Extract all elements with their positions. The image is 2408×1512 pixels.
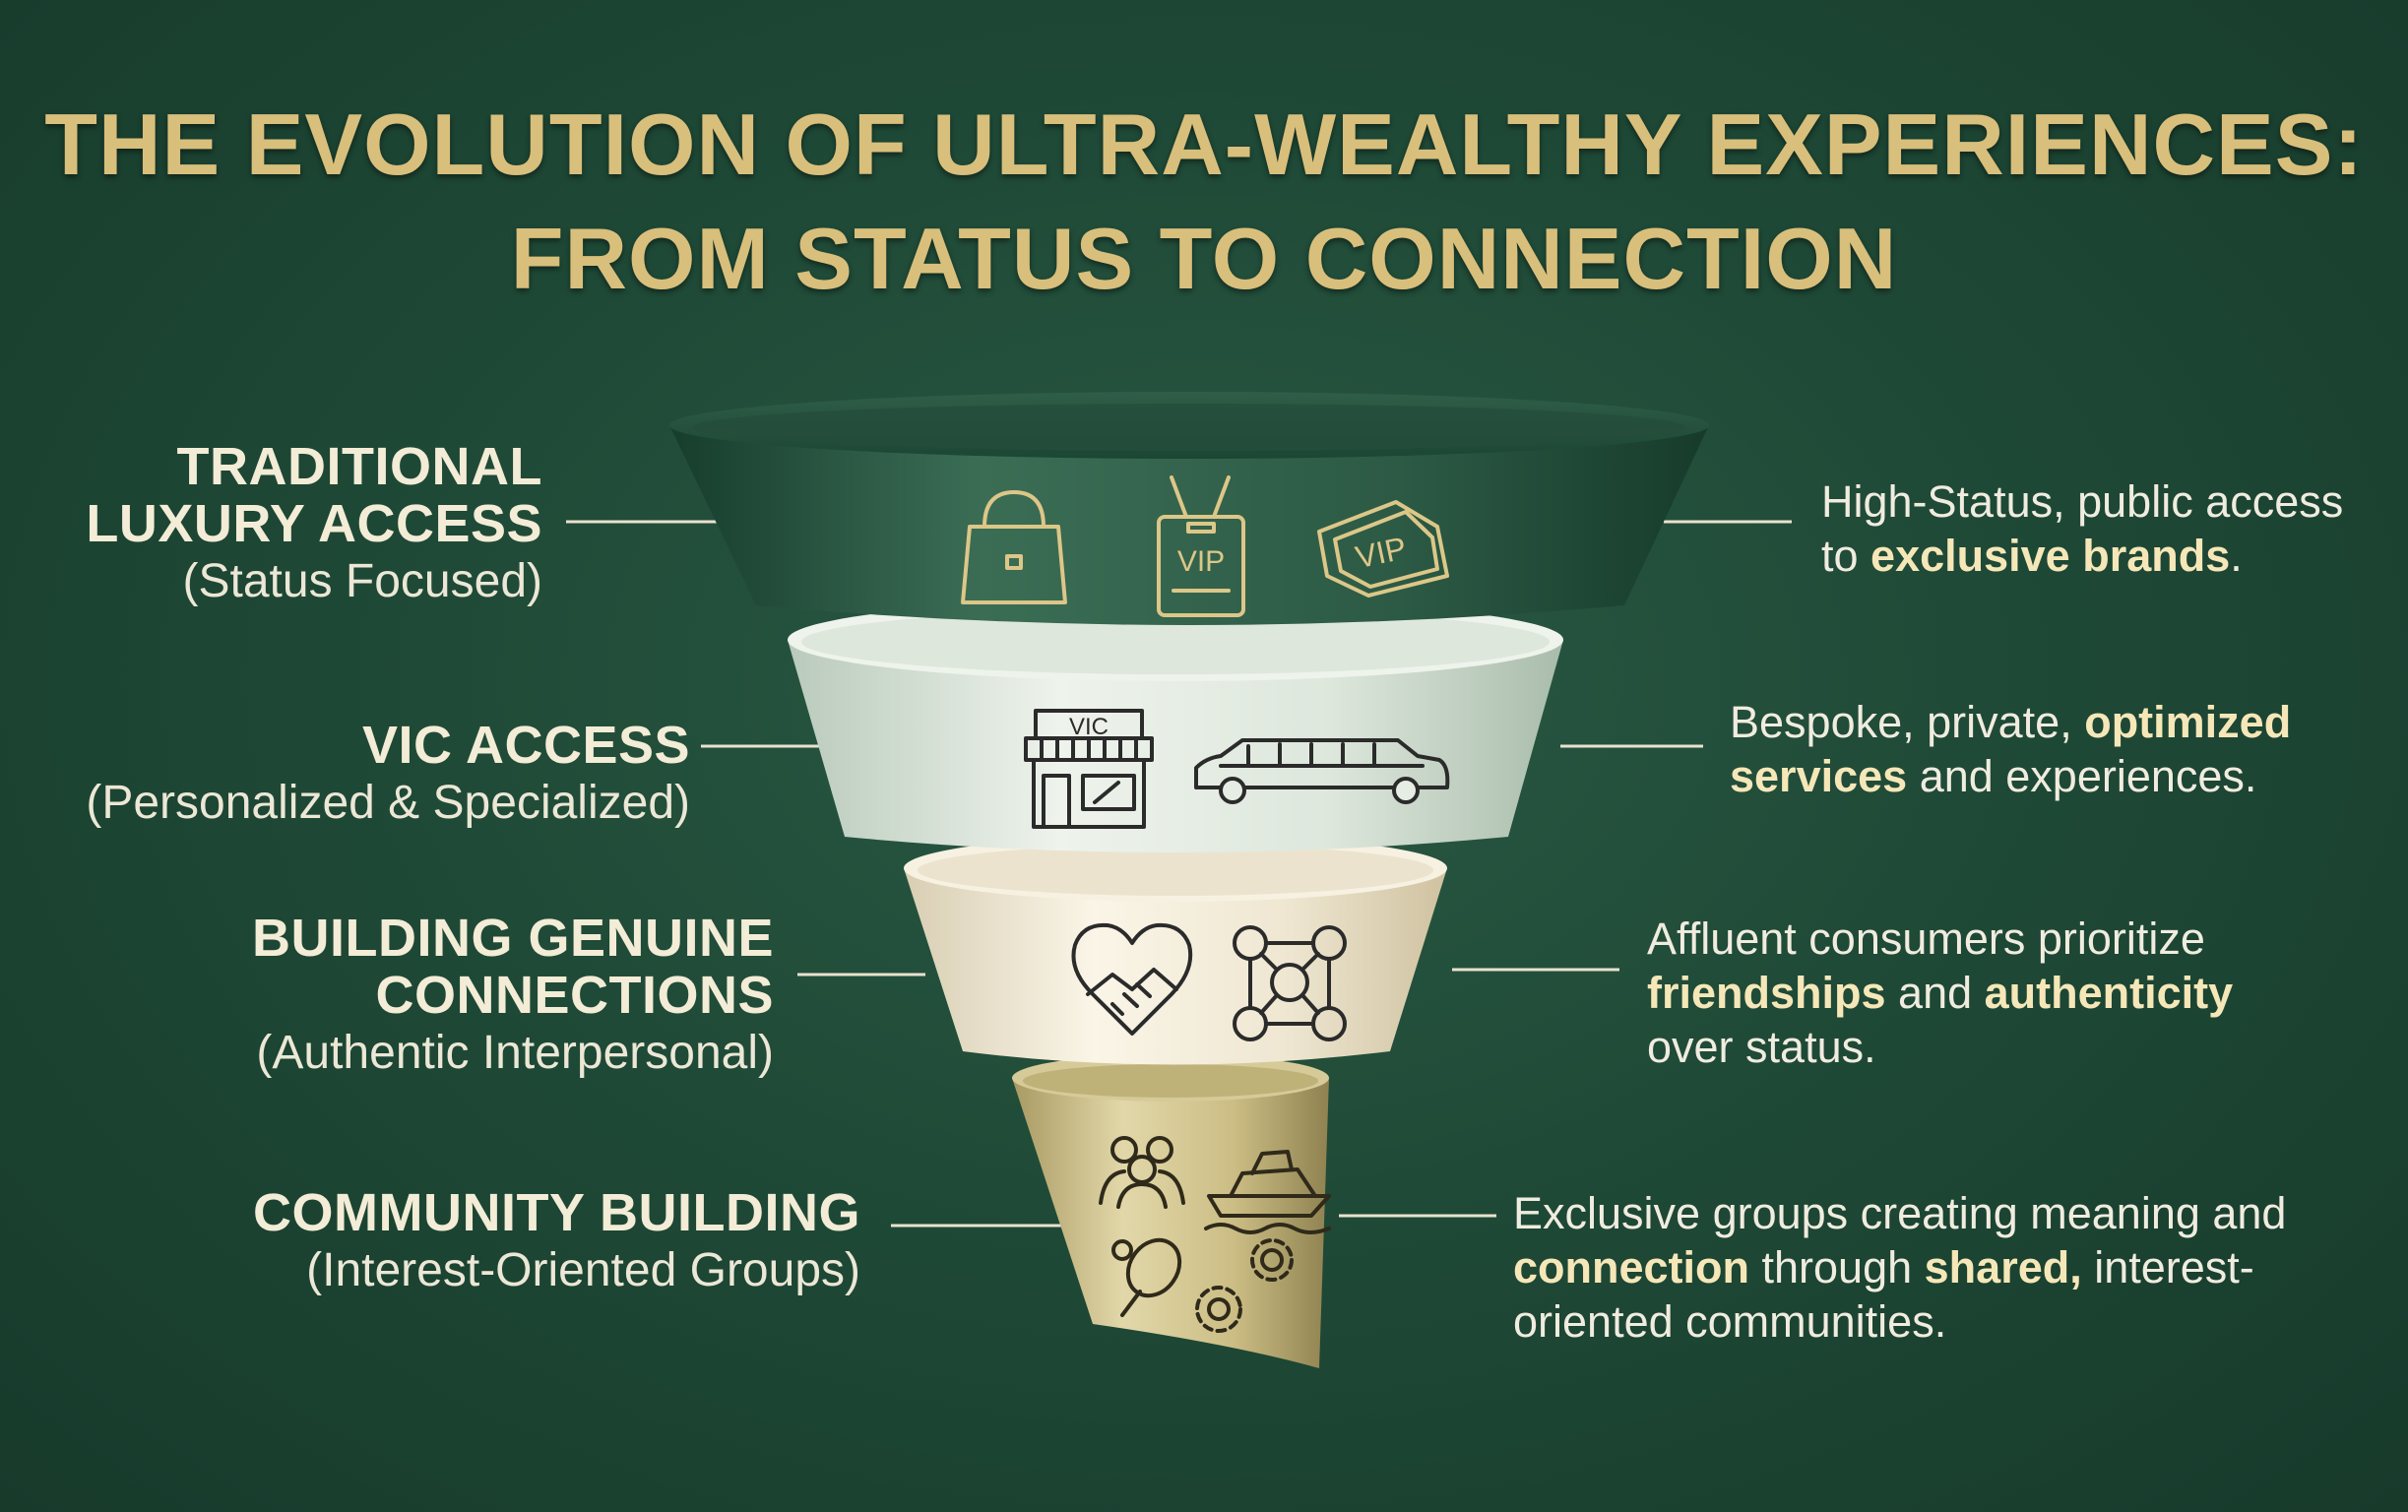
tier-4-subtitle: (Interest-Oriented Groups) (306, 1244, 860, 1296)
description-text: through (1749, 1242, 1925, 1292)
description-text: oriented communities. (1513, 1296, 1947, 1347)
tier-3-subtitle: (Authentic Interpersonal) (256, 1027, 774, 1079)
tier-1-subtitle: (Status Focused) (182, 555, 542, 607)
tier-3-heading-line-2: CONNECTIONS (375, 966, 774, 1025)
description-text: over status. (1647, 1022, 1876, 1072)
handbag-icon (961, 490, 1067, 604)
description-text: interest- (2081, 1242, 2254, 1292)
vic-storefront-text: VIC (1069, 714, 1109, 740)
description-text: and (1885, 968, 1985, 1018)
tennis-icon (1111, 1237, 1182, 1317)
description-text: High-Status, public access (1821, 476, 2344, 527)
vip-badge-text: VIP (1177, 545, 1225, 578)
title-line-1: THE EVOLUTION OF ULTRA-WEALTHY EXPERIENC… (44, 95, 2364, 193)
heart-handshake-icon (1071, 922, 1193, 1036)
tier-4-label: COMMUNITY BUILDING (Interest-Oriented Gr… (253, 1184, 860, 1300)
title-line-2: FROM STATUS TO CONNECTION (510, 210, 1898, 307)
tier-4-heading: COMMUNITY BUILDING (253, 1183, 860, 1242)
tier-2-subtitle: (Personalized & Specialized) (86, 777, 690, 829)
description-emphasis: services (1730, 751, 1908, 801)
tier-1-heading-line-2: LUXURY ACCESS (86, 494, 542, 553)
description-emphasis: connection (1513, 1242, 1750, 1292)
tier-3-heading-line-1: BUILDING GENUINE (251, 909, 774, 968)
tier-1-label: TRADITIONAL LUXURY ACCESS (Status Focuse… (86, 438, 542, 611)
description-emphasis: optimized (2084, 697, 2292, 747)
description-text: . (2230, 531, 2243, 581)
vip-badge-icon: VIP (1157, 475, 1245, 617)
funnel-tier-2 (788, 598, 1563, 852)
description-text: and experiences. (1907, 751, 2257, 801)
tier-3-label: BUILDING GENUINE CONNECTIONS (Authentic … (252, 910, 774, 1083)
tier-2-heading: VIC ACCESS (361, 716, 690, 775)
description-text: to (1821, 531, 1871, 581)
gears-icon (1195, 1238, 1294, 1333)
description-emphasis: authenticity (1984, 968, 2234, 1018)
description-emphasis: shared, (1924, 1242, 2082, 1292)
people-network-icon (1233, 925, 1347, 1041)
funnel-tier-3 (904, 835, 1447, 1065)
description-text: Exclusive groups creating meaning and (1513, 1188, 2287, 1238)
description-text: Bespoke, private, (1730, 697, 2085, 747)
tier-2-description: Bespoke, private, optimized services and … (1730, 695, 2291, 803)
vic-storefront-icon: VIC (1024, 709, 1154, 829)
tier-2-label: VIC ACCESS (Personalized & Specialized) (86, 717, 690, 833)
tier-1-heading-line-1: TRADITIONAL (176, 437, 542, 496)
funnel-tier-4 (1012, 1054, 1329, 1368)
description-emphasis: friendships (1647, 968, 1886, 1018)
limousine-icon (1194, 738, 1450, 804)
description-emphasis: exclusive brands (1870, 531, 2231, 581)
group-icon (1099, 1136, 1185, 1209)
yacht-icon (1204, 1150, 1331, 1234)
connector-lines (566, 520, 1792, 1228)
description-text: Affluent consumers prioritize (1647, 914, 2205, 964)
